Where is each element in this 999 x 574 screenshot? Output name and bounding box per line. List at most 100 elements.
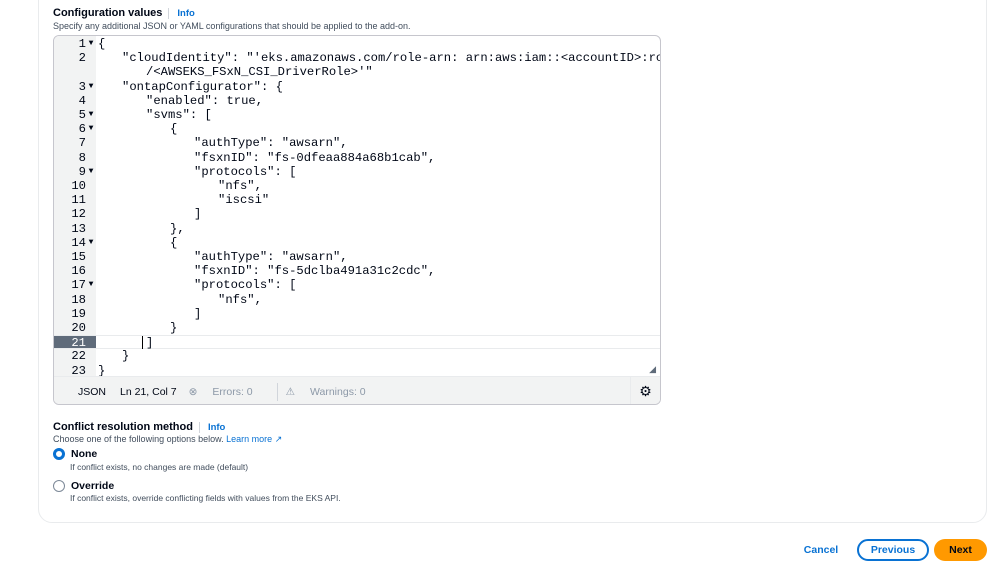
cancel-button[interactable]: Cancel xyxy=(803,544,839,556)
code-line[interactable]: 14▼{ xyxy=(54,236,660,250)
code-line[interactable]: 5▼ "svms": [ xyxy=(54,108,660,122)
code-line[interactable]: 3▼"ontapConfigurator": { xyxy=(54,80,660,94)
conflict-info-link[interactable]: Info xyxy=(198,422,226,433)
code-text: { xyxy=(98,37,106,51)
previous-button[interactable]: Previous xyxy=(857,539,929,561)
errors-label: Errors: 0 xyxy=(212,385,253,398)
line-number: 20 xyxy=(71,321,86,335)
fold-arrow-icon[interactable]: ▼ xyxy=(88,280,94,290)
code-line[interactable]: 20} xyxy=(54,321,660,335)
line-number: 16 xyxy=(71,264,86,279)
conflict-description: Choose one of the following options belo… xyxy=(53,434,282,445)
addon-settings-card xyxy=(38,0,987,523)
code-line[interactable]: 7 "authType": "awsarn", xyxy=(54,136,660,150)
learn-more-link[interactable]: Learn more ↗ xyxy=(226,434,282,444)
fold-arrow-icon[interactable]: ▼ xyxy=(88,237,94,247)
fold-arrow-icon[interactable]: ▼ xyxy=(88,124,94,134)
code-text: ] xyxy=(146,336,154,351)
next-button[interactable]: Next xyxy=(934,539,987,561)
code-text: { xyxy=(170,122,178,137)
radio-selected-icon xyxy=(53,448,65,460)
line-number: 15 xyxy=(71,250,86,264)
line-number: 4 xyxy=(78,93,86,108)
code-line[interactable]: 11"iscsi" xyxy=(54,193,660,207)
warnings-count[interactable]: ⚠ Warnings: 0 xyxy=(286,386,378,398)
code-line[interactable]: 12] xyxy=(54,207,660,221)
code-text: "iscsi" xyxy=(218,193,270,208)
code-text: "svms": [ xyxy=(146,108,212,122)
code-line[interactable]: 15 "authType": "awsarn", xyxy=(54,250,660,264)
warning-icon: ⚠ xyxy=(285,385,296,398)
code-text: "protocols": [ xyxy=(194,164,297,179)
config-values-heading: Configuration values Info xyxy=(53,7,195,19)
code-line[interactable]: 17▼"protocols": [ xyxy=(54,278,660,292)
fold-arrow-icon[interactable]: ▼ xyxy=(88,166,94,176)
editor-status-bar: JSON Ln 21, Col 7 ⊗ Errors: 0 ⚠ Warnings… xyxy=(54,376,660,404)
learn-more-label: Learn more xyxy=(226,434,273,444)
code-area[interactable]: 1▼{2"cloudIdentity": "'eks.amazonaws.com… xyxy=(54,36,660,378)
line-number: 22 xyxy=(71,349,86,364)
code-text: }, xyxy=(170,221,185,236)
code-line[interactable]: 1▼ { xyxy=(54,37,660,51)
line-number: 23 xyxy=(71,363,86,378)
code-line[interactable]: 13}, xyxy=(54,222,660,236)
line-number: 14 xyxy=(71,235,86,250)
code-line[interactable]: 8 "fsxnID": "fs-0dfeaa884a68b1cab", xyxy=(54,151,660,165)
code-text: "enabled": true, xyxy=(146,93,264,108)
code-text: ] xyxy=(194,207,202,222)
code-text: "authType": "awsarn", xyxy=(194,136,348,151)
text-cursor xyxy=(142,336,143,350)
code-line[interactable]: 18 "nfs", xyxy=(54,293,660,307)
line-number: 18 xyxy=(71,292,86,307)
code-text-wrapped: /<AWSEKS_FSxN_CSI_DriverRole>'" xyxy=(146,65,373,80)
code-text: "cloudIdentity": "'eks.amazonaws.com/rol… xyxy=(122,51,661,66)
divider xyxy=(276,382,278,401)
line-number: 19 xyxy=(71,306,86,321)
code-line[interactable]: 22} xyxy=(54,349,660,363)
code-line[interactable]: 16 "fsxnID": "fs-5dclba491a31c2cdc", xyxy=(54,264,660,278)
line-number: 7 xyxy=(78,136,86,151)
code-editor[interactable]: 1▼{2"cloudIdentity": "'eks.amazonaws.com… xyxy=(53,35,661,405)
code-text: } xyxy=(122,349,130,364)
line-number: 5 xyxy=(78,108,86,122)
conflict-description-text: Choose one of the following options belo… xyxy=(53,434,224,444)
code-text: ] xyxy=(194,306,202,321)
config-values-title: Configuration values xyxy=(53,7,163,19)
fold-arrow-icon[interactable]: ▼ xyxy=(88,81,94,91)
code-text: "fsxnID": "fs-5dclba491a31c2cdc", xyxy=(194,264,436,279)
line-number: 2 xyxy=(78,51,86,66)
external-link-icon: ↗ xyxy=(274,434,283,444)
gear-icon[interactable]: ⚙ xyxy=(630,377,660,404)
code-line[interactable]: 23} xyxy=(54,364,660,378)
code-line[interactable]: 10"nfs", xyxy=(54,179,660,193)
radio-none-label: None xyxy=(71,448,98,460)
cursor-position: Ln 21, Col 7 xyxy=(120,385,177,398)
code-line[interactable]: 4 "enabled": true, xyxy=(54,94,660,108)
code-text: "nfs", xyxy=(218,292,262,307)
code-text: "fsxnID": "fs-0dfeaa884a68b1cab", xyxy=(194,150,436,165)
code-line[interactable]: 21] xyxy=(54,335,660,351)
fold-arrow-icon[interactable]: ▼ xyxy=(88,39,94,48)
code-text: "ontapConfigurator": { xyxy=(122,79,283,94)
resize-handle-icon[interactable]: ◢ xyxy=(649,364,656,374)
code-text: "authType": "awsarn", xyxy=(194,250,348,264)
line-gutter xyxy=(54,36,96,376)
line-number: 13 xyxy=(71,221,86,236)
radio-override[interactable]: Override xyxy=(53,480,114,492)
code-line-wrap[interactable]: /<AWSEKS_FSxN_CSI_DriverRole>'" xyxy=(54,65,660,79)
code-text: } xyxy=(170,321,178,335)
active-line-marker xyxy=(54,336,96,349)
code-line[interactable]: 19] xyxy=(54,307,660,321)
code-line[interactable]: 6▼{ xyxy=(54,122,660,136)
fold-arrow-icon[interactable]: ▼ xyxy=(88,110,94,119)
line-number: 21 xyxy=(71,336,86,351)
line-number: 8 xyxy=(78,150,86,165)
code-line[interactable]: 2 "cloudIdentity": "'eks.amazonaws.com/ro… xyxy=(54,51,660,65)
config-info-link[interactable]: Info xyxy=(168,8,195,19)
line-number: 1 xyxy=(78,37,86,51)
line-number: 9 xyxy=(78,164,86,179)
radio-none[interactable]: None xyxy=(53,448,97,460)
errors-count[interactable]: ⊗ Errors: 0 xyxy=(189,386,265,398)
code-line[interactable]: 9▼ "protocols": [ xyxy=(54,165,660,179)
